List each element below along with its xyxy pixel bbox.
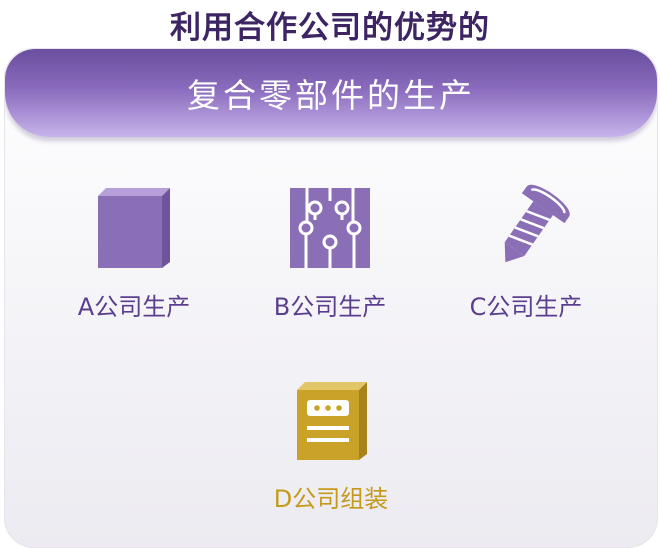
cube-icon: [98, 188, 170, 268]
assembly-machine-icon: [297, 382, 367, 460]
diagram-card: 复合零部件的生产: [4, 48, 658, 548]
item-label-c: C公司生产: [469, 293, 583, 321]
banner-title: 复合零部件的生产: [187, 76, 475, 115]
item-label-a: A公司生产: [77, 293, 191, 321]
item-label-b: B公司生产: [273, 293, 387, 321]
page-title: 利用合作公司的优势的: [170, 10, 490, 46]
circuit-board-icon: [290, 188, 370, 268]
screw-icon: [504, 184, 570, 263]
banner: 复合零部件的生产: [5, 49, 657, 137]
item-label-d: D公司组装: [273, 485, 389, 513]
